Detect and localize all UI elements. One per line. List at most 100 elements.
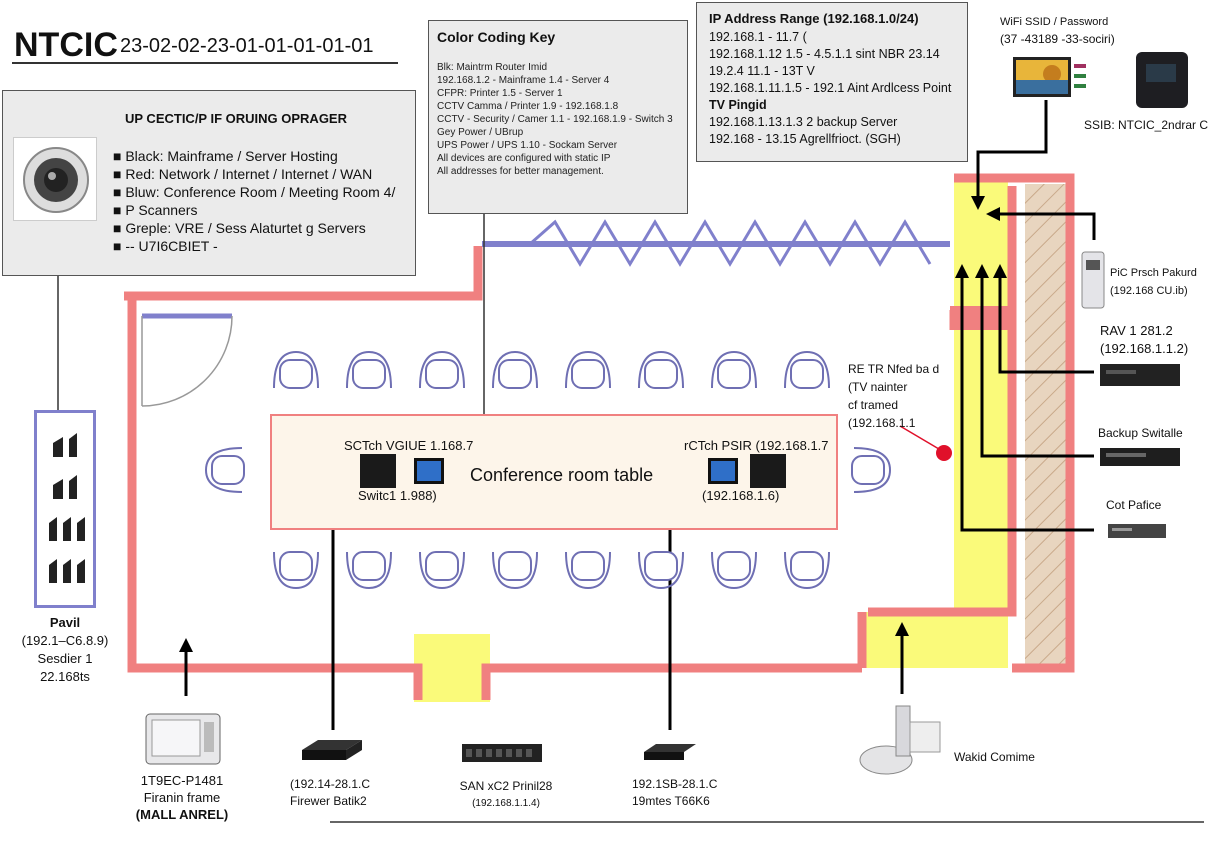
san-storage-icon	[460, 742, 544, 764]
page-title: NTCIC	[14, 24, 118, 67]
hatched-wall	[1025, 184, 1073, 670]
ap-note: RE TR Nfed ba d (TV nainter cf tramed (1…	[848, 360, 939, 432]
ip-line: 192.168.1.12 1.5 - 4.5.1.1 sint NBR 23.1…	[709, 47, 940, 61]
camera-icon	[13, 137, 97, 221]
bottom-device-5: Wakid Comime	[954, 750, 1035, 764]
wifi-zone-bottom	[862, 612, 1008, 668]
wifi-label: WiFi SSID / Password	[1000, 16, 1109, 28]
right-device-1: PiC Prsch Pakurd (192.168 CU.ib)	[1110, 264, 1197, 300]
device-line: Firanin frame	[143, 790, 221, 805]
wifi-display-icon	[1012, 56, 1088, 100]
color-key-line: CCTV - Security / Camer 1.1 - 192.168.1.…	[437, 114, 673, 125]
chair	[784, 350, 830, 389]
chair	[851, 447, 892, 493]
device-label: PiC Prsch Pakurd	[1110, 267, 1197, 279]
door-swing	[141, 315, 233, 407]
title-underline	[12, 62, 398, 64]
right-device-4-label: Cot Pafice	[1106, 498, 1162, 512]
switch-right-ip: (192.168.1.6)	[702, 488, 780, 503]
device-line: (192.168.1.1.4)	[472, 798, 540, 809]
switch-left-label: SCTch VGIUE 1.168.7	[344, 438, 474, 453]
monitor-right-icon	[708, 458, 738, 484]
panel-line: 22.168ts	[40, 669, 90, 684]
device-line: (MALL ANREL)	[135, 807, 229, 822]
legend-heading: UP CECTIC/P IF ORUING OPRAGER	[125, 111, 347, 126]
title-code: 23-02-02-23-01-01-01-01-01	[120, 35, 374, 57]
chair	[419, 551, 465, 590]
legend-item: ■ Greple: VRE / Sess Alaturtet g Servers	[113, 220, 366, 236]
color-key-line: Blk: Maintrm Router Imid	[437, 62, 548, 73]
mainframe-terminal-icon	[144, 712, 222, 766]
device-label: RAV 1 281.2	[1100, 323, 1173, 338]
wifi-value: (37 -43189 -33-sociri)	[1000, 32, 1115, 46]
panel-line: (192.1–C6.8.9)	[21, 633, 109, 648]
chair	[565, 551, 611, 590]
chair	[565, 350, 611, 389]
bottom-device-3: SAN xC2 Prinil28 (192.168.1.1.4)	[446, 778, 566, 812]
device-line: (192.14-28.1.C	[290, 777, 371, 791]
color-key-line: 192.168.1.2 - Mainframe 1.4 - Server 4	[437, 75, 610, 86]
conference-table: Conference room table SCTch VGIUE 1.168.…	[270, 414, 838, 530]
right-device-3-label: Backup Switalle	[1098, 426, 1183, 440]
camera-device-icon	[856, 702, 946, 782]
color-key-line: CCTV Camma / Printer 1.9 - 192.168.1.8	[437, 101, 619, 112]
table-label: Conference room table	[470, 465, 654, 485]
patch-panel	[34, 410, 96, 608]
device-line: Firewer Batik2	[290, 794, 367, 808]
chair	[273, 350, 319, 389]
ap-leader	[899, 425, 945, 453]
bottom-device-1: 1T9EC-P1481 Firanin frame (MALL ANREL)	[122, 772, 242, 823]
access-point-dot	[936, 445, 952, 461]
device-line: 192.1SB-28.1.C	[632, 777, 718, 791]
chair	[419, 350, 465, 389]
device-line: SAN xC2 Prinil28	[459, 779, 553, 793]
device-ip: (192.168 CU.ib)	[1110, 285, 1188, 297]
arrows	[184, 100, 1096, 730]
color-key-line: All addresses for better management.	[437, 166, 604, 177]
chair	[638, 551, 684, 590]
color-key-line: Gey Power / UBrup	[437, 127, 524, 138]
small-device-icon	[1106, 520, 1168, 542]
wifi-ssid: SSIB: NTCIC_2ndrar C	[1084, 118, 1209, 132]
router-icon	[1134, 50, 1190, 110]
chair	[784, 551, 830, 590]
right-device-2: RAV 1 281.2 (192.168.1.1.2)	[1100, 322, 1188, 358]
ip-line: 192.168 - 13.15 Agrellfrioct. (SGH)	[709, 132, 901, 146]
color-key-list: Blk: Maintrm Router Imid 192.168.1.2 - M…	[437, 61, 673, 178]
monitor-left-icon	[414, 458, 444, 484]
ap-note-line: cf tramed	[848, 398, 899, 412]
panel-line: Sesdier 1	[37, 651, 93, 666]
chair	[204, 447, 245, 493]
printer-icon	[1080, 250, 1106, 310]
legend-item: ■ Bluw: Conference Room / Meeting Room 4…	[113, 184, 396, 200]
ap-note-line: (192.168.1.1	[848, 416, 916, 430]
ap-note-line: RE TR Nfed ba d	[848, 362, 940, 376]
zigzag-cable	[529, 219, 932, 267]
panel-title: Pavil	[49, 615, 81, 630]
chair	[711, 551, 757, 590]
chair	[711, 350, 757, 389]
backup-switch-icon	[1098, 446, 1182, 468]
chair	[638, 350, 684, 389]
chair	[346, 350, 392, 389]
switch-icon	[642, 740, 698, 762]
switch-left-icon	[360, 454, 396, 488]
firewall-icon	[300, 736, 364, 762]
color-key-panel: Color Coding Key Blk: Maintrm Router Imi…	[428, 20, 688, 214]
color-key-heading: Color Coding Key	[437, 29, 556, 45]
ip-subheading: TV Pingid	[709, 98, 767, 112]
bottom-device-4: 192.1SB-28.1.C 19mtes T66K6	[632, 776, 717, 810]
patch-panel-labels: Pavil (192.1–C6.8.9) Sesdier 1 22.168ts	[10, 614, 120, 686]
device-line: 1T9EC-P1481	[140, 773, 224, 788]
chair	[492, 350, 538, 389]
ap-note-line: (TV nainter	[848, 380, 908, 394]
ip-range-panel: IP Address Range (192.168.1.0/24) 192.16…	[696, 2, 968, 162]
ip-line: 192.168.1.11.1.5 - 192.1 Aint Ardlcess P…	[709, 81, 952, 95]
legend-list: ■ Black: Mainframe / Server Hosting ■ Re…	[113, 147, 395, 255]
title-main: NTCIC	[14, 26, 118, 64]
chair	[492, 551, 538, 590]
chair	[273, 551, 319, 590]
legend-item: ■ -- U7I6CBIET -	[113, 238, 218, 254]
